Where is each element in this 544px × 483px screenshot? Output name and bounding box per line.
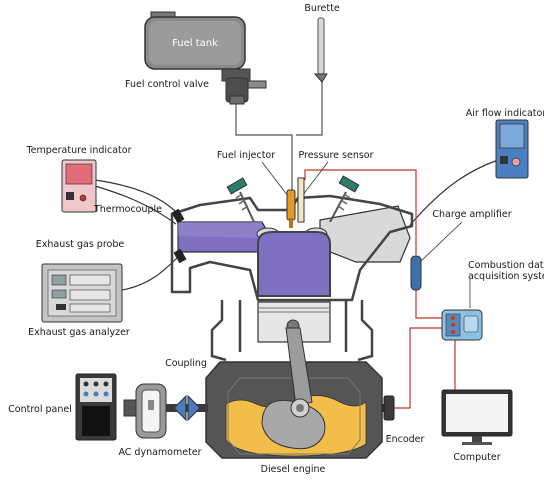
control-panel-label: Control panel [8,404,72,415]
burette-label: Burette [304,3,340,14]
ac-dynamometer-label: AC dynamometer [118,447,201,458]
pressure-signal-wire [304,169,417,255]
ac-dynamometer [123,383,167,439]
wires [94,80,499,409]
connecting-rod [285,327,313,407]
air-flow-wire [409,159,499,226]
computer-label: Computer [453,452,500,463]
exhaust-gas-analyzer-label: Exhaust gas analyzer [28,327,130,338]
fuel-line-tank-to-injector [235,100,293,190]
combustion-chamber [257,231,331,297]
fuel-injector [286,189,296,228]
computer [441,389,513,445]
combustion-daq-label-line2: acquisition system [468,271,544,282]
pressure-sensor [297,177,305,223]
fuel-injector-label: Fuel injector [217,150,275,161]
temperature-indicator [61,159,97,213]
coupling-label: Coupling [165,358,207,369]
burette [313,17,328,83]
exhaust-probe-wire [121,254,181,291]
combustion-daq-label-line1: Combustion data [468,260,544,271]
leader-pressure-sensor [301,161,329,197]
crankcase [205,327,383,459]
fuel-control-valve-label: Fuel control valve [125,79,209,90]
cylinder [210,231,374,362]
encoder-to-daq-wire [392,327,442,409]
crankshaft [261,398,326,450]
air-flow-indicator [495,119,529,179]
pressure-sensor-label: Pressure sensor [298,150,373,161]
fuel-tank: Fuel tank [144,11,251,82]
fuel-tank-label: Fuel tank [172,38,218,49]
air-flow-indicator-label: Air flow indicator [466,108,544,119]
exhaust-gas-probe-label: Exhaust gas probe [36,239,125,250]
leader-fuel-injector [261,161,289,197]
exhaust-gas-analyzer [41,263,123,323]
engine-head [170,175,414,302]
thermocouple-wire [94,179,179,215]
combustion-daq-system [441,309,483,341]
temperature-indicator-label: Temperature indicator [25,145,131,156]
control-panel [75,373,117,441]
thermocouple-wire-2 [94,185,177,225]
thermocouple-port [171,208,185,224]
thermocouple-label: Thermocouple [93,204,162,215]
cylinder-head-outline [170,194,414,302]
charge-amplifier-label: Charge amplifier [432,209,511,220]
charge-amp-to-daq-wire [415,290,442,319]
leader-charge-amplifier [419,221,463,263]
fuel-control-valve [225,77,267,105]
charge-amplifier [410,255,422,291]
encoder [382,395,395,421]
diesel-engine-label: Diesel engine [261,464,326,475]
drive-train [123,383,208,439]
encoder-label: Encoder [386,434,425,445]
coupling [173,394,201,422]
exhaust-probe-port [173,248,187,264]
fuel-line-burette-to-injector [296,80,323,136]
